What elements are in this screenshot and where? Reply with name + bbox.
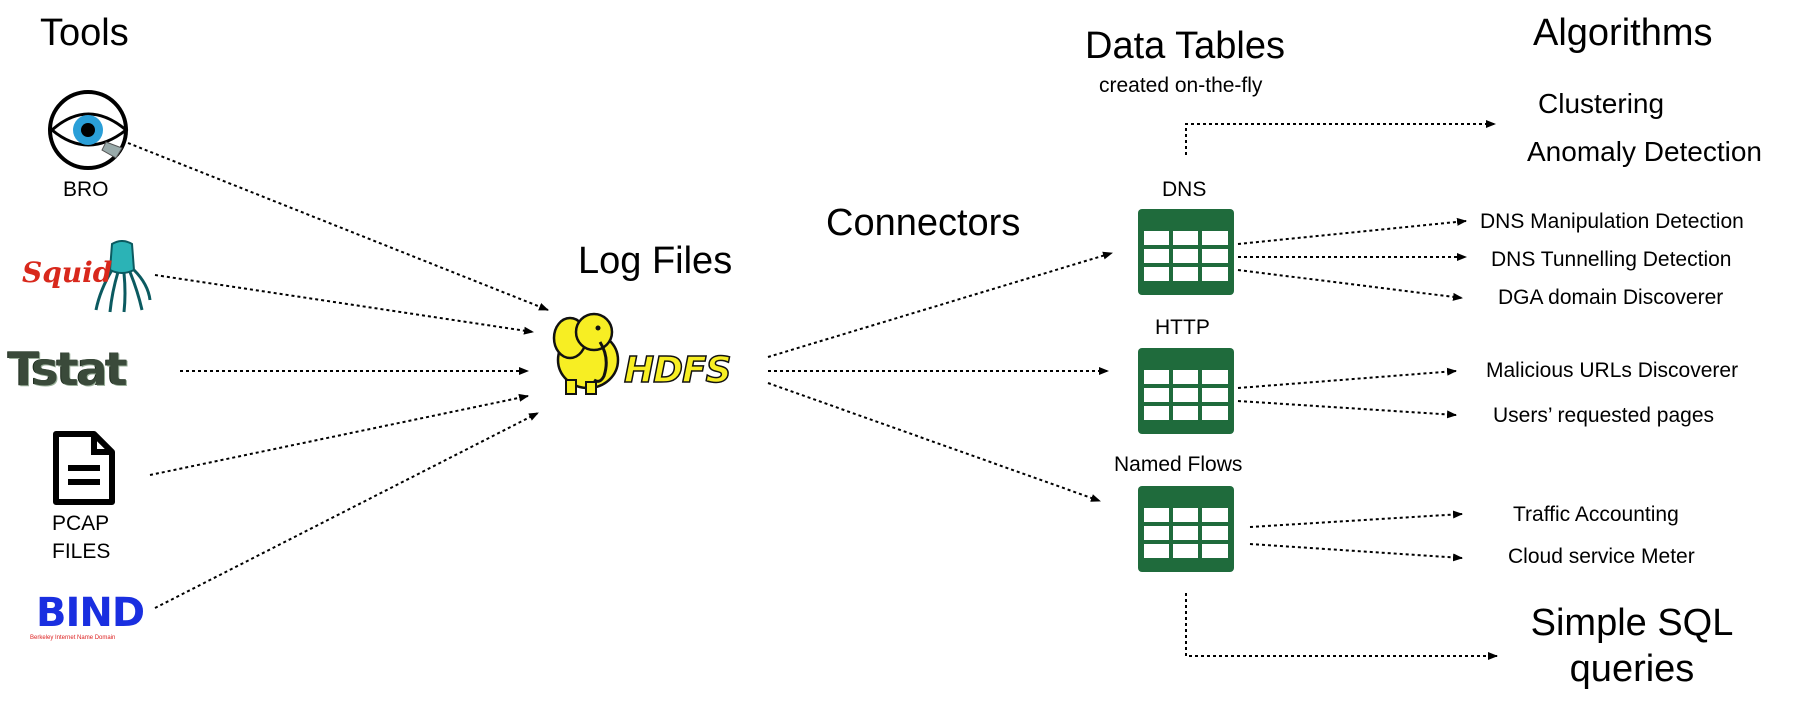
data-tables-subheading: created on-the-fly bbox=[1099, 74, 1263, 97]
algorithms-heading: Algorithms bbox=[1533, 12, 1713, 54]
simple-sql-line2: queries bbox=[1569, 648, 1695, 690]
algorithm-users-pages: Users’ requested pages bbox=[1493, 404, 1715, 427]
arrow-hdfs-flows bbox=[767, 382, 1101, 502]
table-label-http: HTTP bbox=[1155, 316, 1210, 339]
algorithm-malicious-urls: Malicious URLs Discoverer bbox=[1486, 359, 1739, 382]
squid-logo-text: Squid bbox=[22, 256, 113, 289]
arrow-bro-hdfs bbox=[127, 142, 549, 311]
arrow-flows-cloud bbox=[1249, 543, 1463, 562]
named-flows-table-icon bbox=[1138, 486, 1234, 572]
algorithm-anomaly-detection: Anomaly Detection bbox=[1527, 136, 1763, 167]
simple-sql-line1: Simple SQL bbox=[1530, 602, 1734, 644]
bind-logo: BIND bbox=[36, 590, 145, 636]
algorithm-traffic-accounting: Traffic Accounting bbox=[1513, 503, 1679, 526]
algorithm-dga-discoverer: DGA domain Discoverer bbox=[1498, 286, 1724, 309]
arrow-dns-manip bbox=[1237, 217, 1467, 245]
http-table-icon bbox=[1138, 348, 1234, 434]
algorithm-cloud-meter: Cloud service Meter bbox=[1508, 545, 1695, 568]
arrow-http-malicious bbox=[1237, 367, 1457, 389]
squid-icon bbox=[94, 240, 152, 313]
squid-logo: Squid bbox=[22, 238, 152, 316]
simple-sql-queries: Simple SQL queries bbox=[1510, 600, 1754, 692]
data-tables-heading: Data Tables bbox=[1085, 25, 1285, 67]
pcap-label-line2: FILES bbox=[52, 540, 111, 563]
tools-heading: Tools bbox=[40, 12, 129, 54]
hadoop-elephant-icon bbox=[552, 312, 620, 395]
arrow-hdfs-dns bbox=[767, 251, 1113, 358]
arrow-bind-hdfs bbox=[154, 412, 539, 609]
arrow-dns-dga bbox=[1237, 269, 1463, 301]
bind-logo-subtitle: Berkeley Internet Name Domain bbox=[30, 635, 116, 641]
algorithm-dns-manipulation: DNS Manipulation Detection bbox=[1480, 210, 1744, 233]
algorithm-clustering: Clustering bbox=[1538, 88, 1665, 119]
arrow-pcap-hdfs bbox=[149, 393, 529, 476]
arrow-squid-hdfs bbox=[154, 274, 534, 335]
arrow-flows-sql bbox=[1185, 593, 1498, 660]
bro-label: BRO bbox=[63, 178, 109, 201]
arrow-flows-traffic bbox=[1249, 510, 1463, 528]
dns-table-icon bbox=[1138, 209, 1234, 295]
connectors-heading: Connectors bbox=[826, 202, 1021, 244]
arrow-http-users bbox=[1237, 400, 1457, 419]
algorithm-dns-tunnelling: DNS Tunnelling Detection bbox=[1491, 248, 1732, 271]
bro-eye-icon bbox=[48, 90, 129, 170]
arrow-dns-clustering bbox=[1185, 120, 1496, 155]
pcap-label-line1: PCAP bbox=[52, 512, 110, 535]
table-label-dns: DNS bbox=[1162, 178, 1207, 201]
tstat-logo: Tstat bbox=[8, 342, 128, 396]
table-label-named-flows: Named Flows bbox=[1114, 453, 1243, 476]
hdfs-logo-text: HDFS bbox=[623, 349, 732, 392]
log-files-heading: Log Files bbox=[578, 240, 733, 282]
document-icon bbox=[53, 431, 115, 505]
